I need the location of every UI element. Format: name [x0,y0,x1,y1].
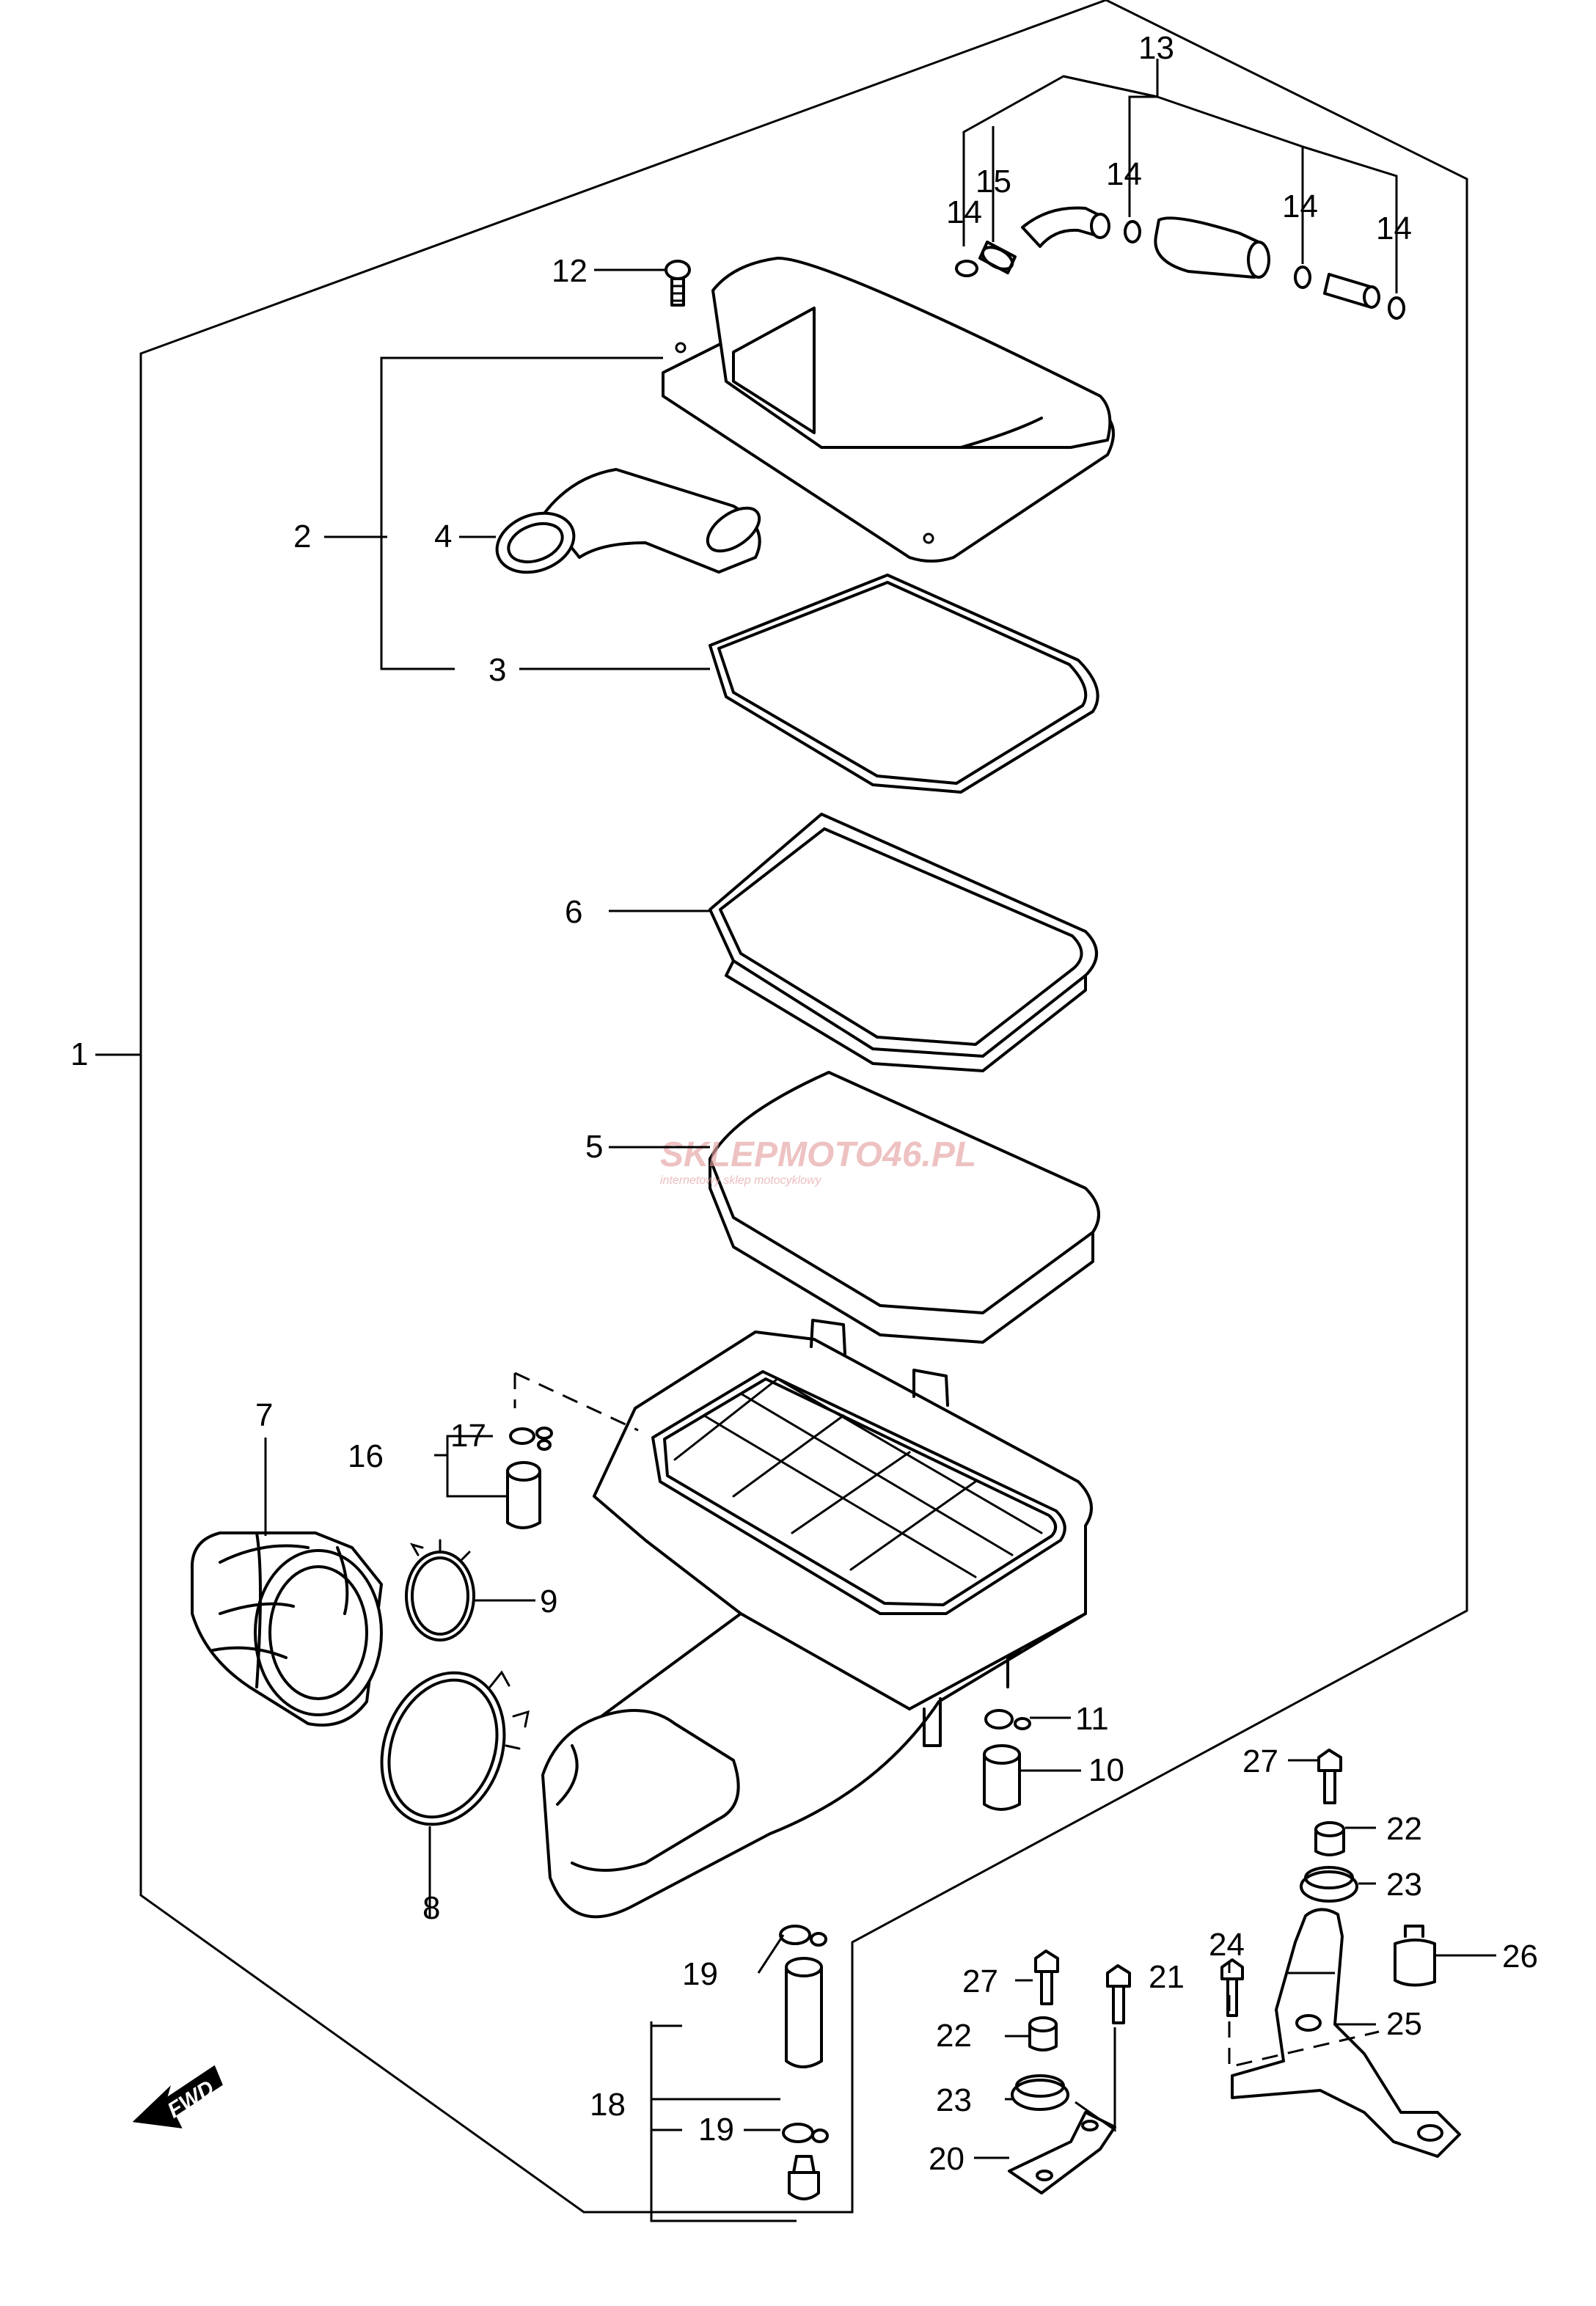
part-8-clamp [380,1670,530,1826]
callout-22-b: 22 [936,2018,972,2054]
callout-2: 2 [293,519,311,554]
watermark-subtitle: internetowy sklep motocyklowy [660,1174,822,1187]
callout-27-a: 27 [1242,1743,1278,1779]
part-13-breather-hose-set [955,206,1405,320]
watermark: SKLEPMOTO46.PL internetowy sklep motocyk… [660,1135,976,1187]
callout-14-b: 14 [1106,156,1142,192]
callout-19-a: 19 [682,1956,718,1992]
callout-8: 8 [422,1890,440,1926]
callout-22-a: 22 [1386,1811,1422,1847]
callout-9: 9 [540,1584,557,1619]
callout-18: 18 [590,2087,626,2123]
callout-12: 12 [552,253,587,289]
callout-15: 15 [975,164,1011,200]
callout-17: 17 [450,1418,486,1454]
callout-20: 20 [929,2141,964,2177]
part-6-element-frame [709,813,1098,1072]
callout-labels: 1 2 3 4 5 6 7 8 9 10 11 12 13 14 15 14 1… [70,30,1538,2177]
callout-25: 25 [1386,2006,1422,2042]
part-4-intake-tube [495,468,761,574]
callout-5: 5 [585,1129,603,1165]
part-5-filter-element [709,1071,1100,1344]
part-16-spacer-set [506,1427,553,1529]
air-cleaner-case [541,1319,1093,1919]
part-2-cleaner-cap [662,256,1115,563]
callout-3: 3 [488,652,506,688]
part-18-drain-set [779,1925,829,2200]
fwd-arrow-icon: FWD [132,2065,223,2129]
callout-11: 11 [1075,1701,1109,1737]
leader-lines [95,59,1496,2222]
callout-10: 10 [1088,1752,1124,1788]
callout-6: 6 [565,894,582,930]
part-10-spacer [983,1709,1031,1811]
part-7-outlet-duct [190,1531,383,1727]
callout-4: 4 [434,519,452,554]
callout-21: 21 [1149,1959,1185,1995]
callout-23-b: 23 [936,2082,972,2118]
callout-14-d: 14 [1376,211,1412,246]
part-12-screw [665,260,691,307]
callout-13: 13 [1138,30,1174,66]
part-3-gasket [709,574,1099,794]
callout-1: 1 [70,1036,88,1072]
callout-27-b: 27 [962,1963,998,1999]
callout-7: 7 [255,1397,273,1433]
callout-24: 24 [1209,1927,1245,1963]
watermark-text: SKLEPMOTO46.PL [660,1135,976,1174]
assembly-boundary [139,0,1468,2214]
bracket-hardware [1008,1749,1461,2195]
callout-14-c: 14 [1282,188,1318,224]
callout-19-b: 19 [698,2112,734,2148]
callout-16: 16 [348,1438,384,1474]
part-9-clamp [405,1539,475,1641]
callout-14-a: 14 [946,194,982,230]
callout-23-a: 23 [1386,1867,1422,1903]
callout-26: 26 [1502,1939,1538,1974]
